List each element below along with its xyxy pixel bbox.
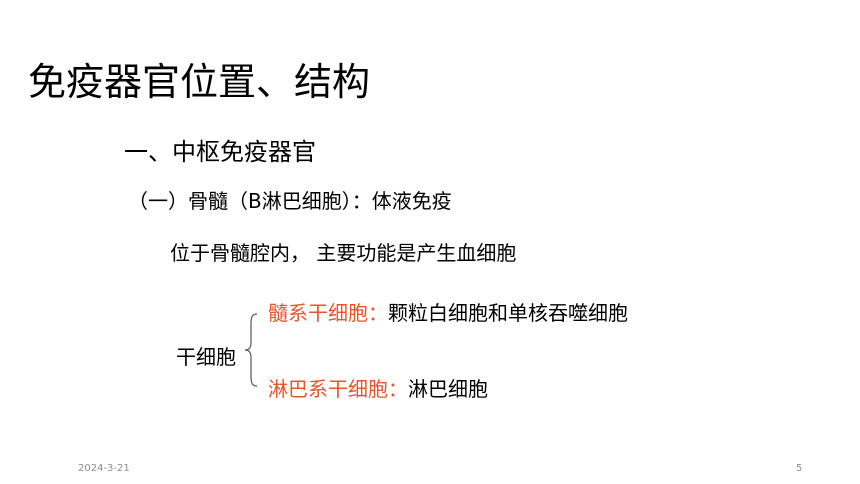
page-number: 5: [796, 463, 803, 474]
branch-myeloid: 髓系干细胞：颗粒白细胞和单核吞噬细胞: [268, 299, 628, 327]
branch-lymphoid: 淋巴系干细胞：淋巴细胞: [268, 375, 488, 403]
branch-term: 髓系干细胞：: [268, 301, 388, 325]
section-heading: 一、中枢免疫器官: [124, 138, 316, 166]
subsection-heading: （一）骨髓（B淋巴细胞）：体液免疫: [128, 189, 452, 213]
stem-cell-label: 干细胞: [176, 345, 236, 369]
branch-term: 淋巴系干细胞：: [268, 377, 408, 401]
slide-title: 免疫器官位置、结构: [28, 60, 371, 104]
footer-date: 2024-3-21: [78, 463, 130, 474]
branch-description: 淋巴细胞: [408, 377, 488, 401]
body-text: 位于骨髓腔内， 主要功能是产生血细胞: [170, 241, 517, 265]
branch-description: 颗粒白细胞和单核吞噬细胞: [388, 301, 628, 325]
curly-brace-icon: [244, 313, 258, 387]
